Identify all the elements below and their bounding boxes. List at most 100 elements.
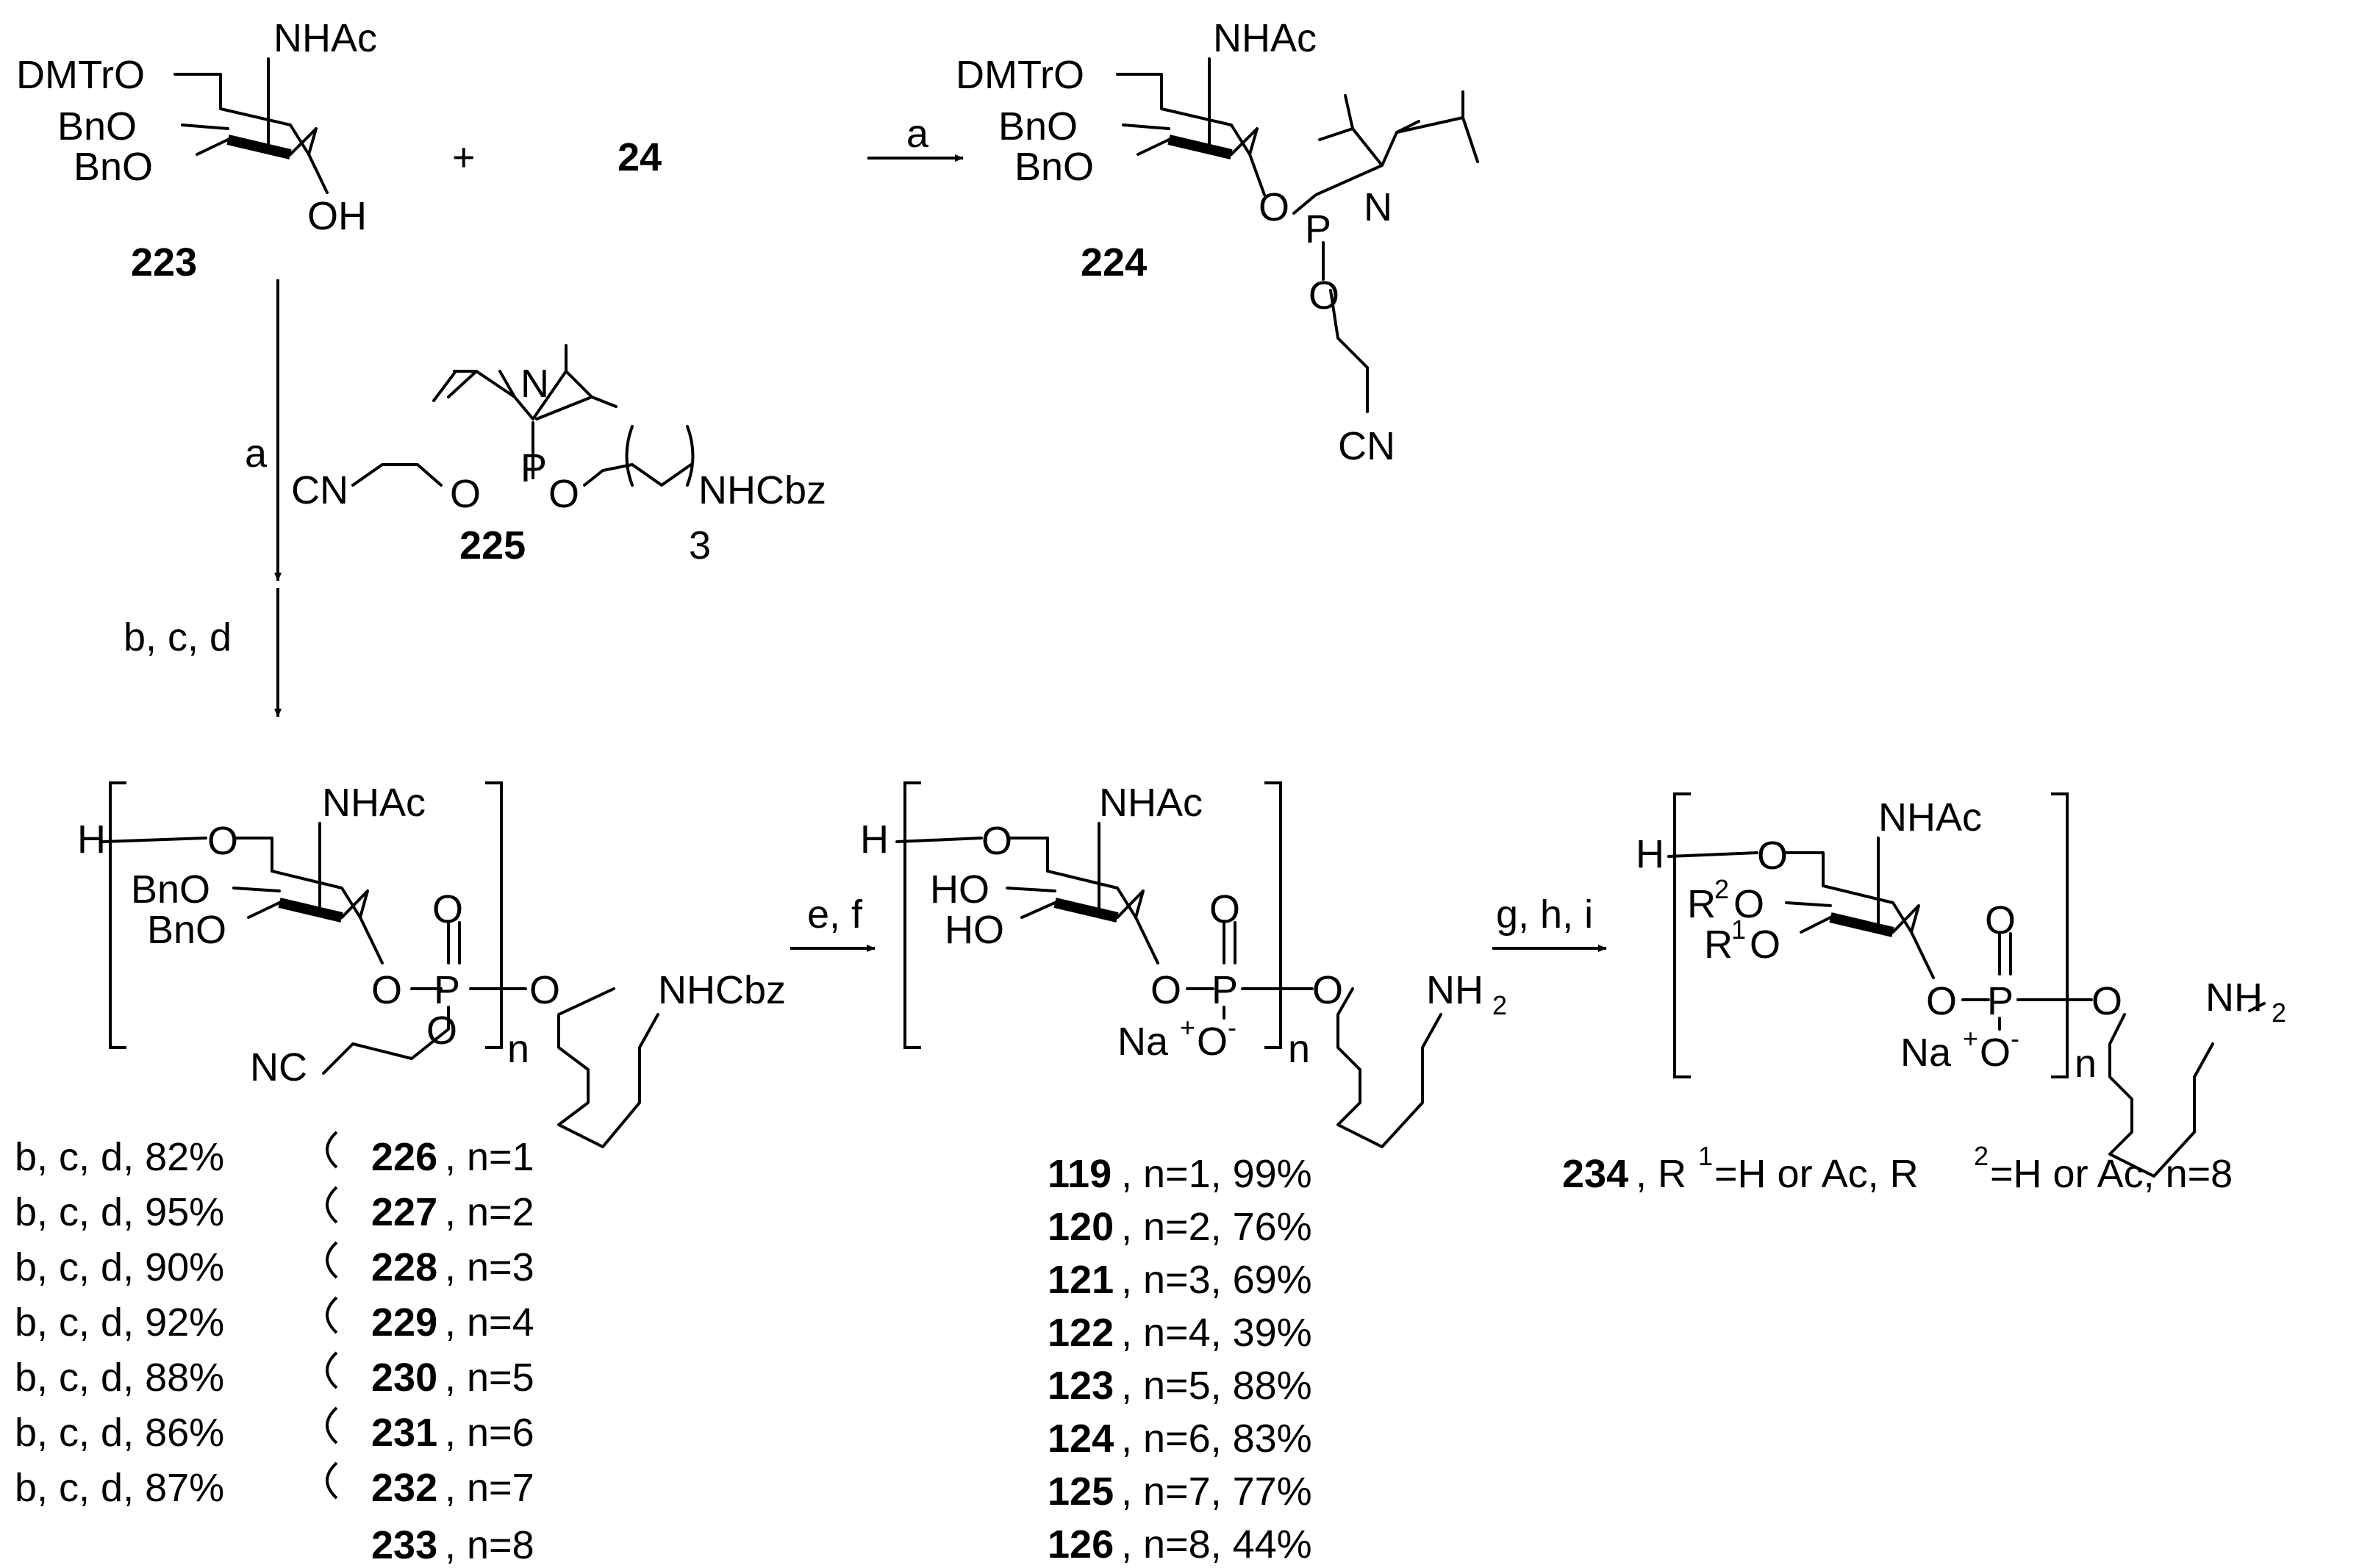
o-label: O	[207, 819, 238, 863]
compound-number-224: 224	[1081, 240, 1147, 284]
reagent-ghi: g, h, i	[1496, 892, 1593, 937]
o-label: O	[1209, 887, 1240, 931]
compound-234-caption: 234 , R 1 =H or Ac, R 2 =H or Ac, n=8	[1562, 1141, 2233, 1196]
n-index: n	[507, 1027, 529, 1071]
nhcbz-label: NHCbz	[698, 468, 826, 512]
ho-label-lower: HO	[945, 908, 1004, 952]
arrow-ghi: g, h, i	[1492, 892, 1607, 952]
o-label: O	[1926, 979, 1957, 1023]
cn-label: CN	[1338, 424, 1395, 468]
series-left-condition: b, c, d, 82%	[15, 1135, 224, 1179]
sodium-label: Na	[1117, 1020, 1169, 1064]
series-middle-detail: , n=7, 77%	[1121, 1469, 1312, 1514]
series-left-n: , n=7	[445, 1466, 534, 1510]
o-label: O	[2091, 979, 2122, 1023]
subscript-2: 2	[1492, 990, 1507, 1020]
series-middle-detail: , n=6, 83%	[1121, 1417, 1312, 1461]
nhac-label: NHAc	[1213, 16, 1317, 60]
series-middle-detail: , n=5, 88%	[1121, 1364, 1312, 1408]
bno-label-lower: BnO	[74, 145, 153, 189]
series-left-last: 233 , n=8	[371, 1523, 534, 1567]
compound-number-223: 223	[131, 240, 197, 284]
series-middle-detail: , n=4, 39%	[1121, 1311, 1312, 1355]
arrow-a-top: a	[867, 112, 964, 162]
p-label: P	[434, 968, 460, 1012]
series-middle-number: 120	[1048, 1205, 1114, 1249]
bno-label-upper: BnO	[57, 104, 137, 148]
o-label: O	[371, 968, 402, 1012]
caption-part-c: =H or Ac, n=8	[1990, 1152, 2233, 1196]
series-left-n: , n=3	[445, 1245, 534, 1289]
p-label: P	[520, 446, 547, 490]
series-left-number: 229	[371, 1300, 437, 1345]
subscript-3: 3	[689, 523, 711, 568]
bno-label-upper: BnO	[131, 867, 210, 912]
h-terminus: H	[77, 817, 106, 862]
series-left-n: , n=4	[445, 1300, 534, 1345]
ho-label-upper: HO	[930, 867, 989, 912]
r1-label: R	[1704, 923, 1733, 967]
o-label: O	[1309, 273, 1339, 318]
series-middle-number: 124	[1048, 1417, 1114, 1461]
plus-sign: +	[452, 135, 476, 179]
caption-part-b: =H or Ac, R	[1714, 1152, 1919, 1196]
curved-arrow-icon	[326, 1131, 338, 1169]
series-middle-detail: , n=2, 76%	[1121, 1205, 1312, 1249]
series-left-number: 231	[371, 1411, 437, 1455]
o-label: O	[1259, 185, 1289, 229]
nc-label: NC	[250, 1045, 307, 1089]
cn-label: CN	[291, 468, 348, 512]
o-label: O	[432, 887, 463, 931]
n-label: N	[1364, 185, 1392, 229]
series-left-number: 230	[371, 1356, 437, 1400]
n-index: n	[1288, 1027, 1310, 1071]
series-middle-detail: , n=3, 69%	[1121, 1258, 1312, 1302]
series-left-number: 226	[371, 1135, 437, 1179]
compound-number-234: 234	[1562, 1152, 1628, 1196]
n-label: N	[520, 362, 549, 406]
arrow-down-a-bcd: a b, c, d	[124, 279, 282, 717]
series-left-list: b, c, d, 82%226, n=1b, c, d, 95%227, n=2…	[15, 1131, 534, 1510]
reagent-a-top: a	[906, 112, 929, 156]
minus-superscript: -	[1228, 1012, 1236, 1042]
dmtro-label: DMTrO	[16, 53, 145, 97]
compound-number-24: 24	[618, 135, 662, 179]
nhac-label: NHAc	[1878, 795, 1982, 840]
caption-part-a: , R	[1636, 1152, 1686, 1196]
series-left-condition: b, c, d, 92%	[15, 1300, 224, 1345]
r2-superscript: 2	[1714, 874, 1729, 904]
series-left-condition: b, c, d, 86%	[15, 1411, 224, 1455]
compound-number-225: 225	[459, 523, 526, 568]
subscript-2: 2	[2272, 998, 2286, 1028]
bno-label-lower: BnO	[147, 908, 226, 952]
series-middle-detail: , n=8, 44%	[1121, 1522, 1312, 1567]
compound-224: DMTrO BnO BnO NHAc O P N O CN 224	[956, 16, 1479, 468]
curved-arrow-icon	[326, 1296, 338, 1334]
series-left-number: 227	[371, 1190, 437, 1234]
compound-225: CN O P O N NHCbz 3 225	[291, 344, 826, 568]
h-terminus: H	[860, 817, 889, 862]
series-middle-number: 119	[1048, 1152, 1112, 1196]
series-middle-number: 123	[1048, 1364, 1114, 1408]
o-label: O	[426, 1009, 457, 1053]
r1-superscript: 1	[1731, 914, 1746, 945]
r2-label: R	[1687, 882, 1716, 926]
bno-label-upper: BnO	[998, 104, 1078, 148]
o-label: O	[529, 968, 560, 1012]
nhac-label: NHAc	[273, 16, 377, 60]
p-label: P	[1305, 207, 1331, 251]
series-left-n: , n=2	[445, 1190, 534, 1234]
series-left-condition: b, c, d, 90%	[15, 1245, 224, 1289]
series-left-number: 233	[371, 1523, 437, 1567]
bno-label-lower: BnO	[1014, 145, 1094, 189]
o-label: O	[1985, 898, 2016, 942]
compound-223: DMTrO BnO BnO NHAc OH 223	[16, 16, 377, 284]
reagent-bcd-down: b, c, d	[124, 615, 232, 659]
series-left-condition: b, c, d, 87%	[15, 1466, 224, 1510]
curved-arrow-icon	[326, 1241, 338, 1279]
series-left-number: 228	[371, 1245, 437, 1289]
series-left-n: , n=1	[445, 1135, 534, 1179]
nhac-label: NHAc	[322, 781, 426, 825]
compound-119-126: H O HO HO NHAc O P O O Na + O - n NH 2	[860, 781, 1507, 1148]
